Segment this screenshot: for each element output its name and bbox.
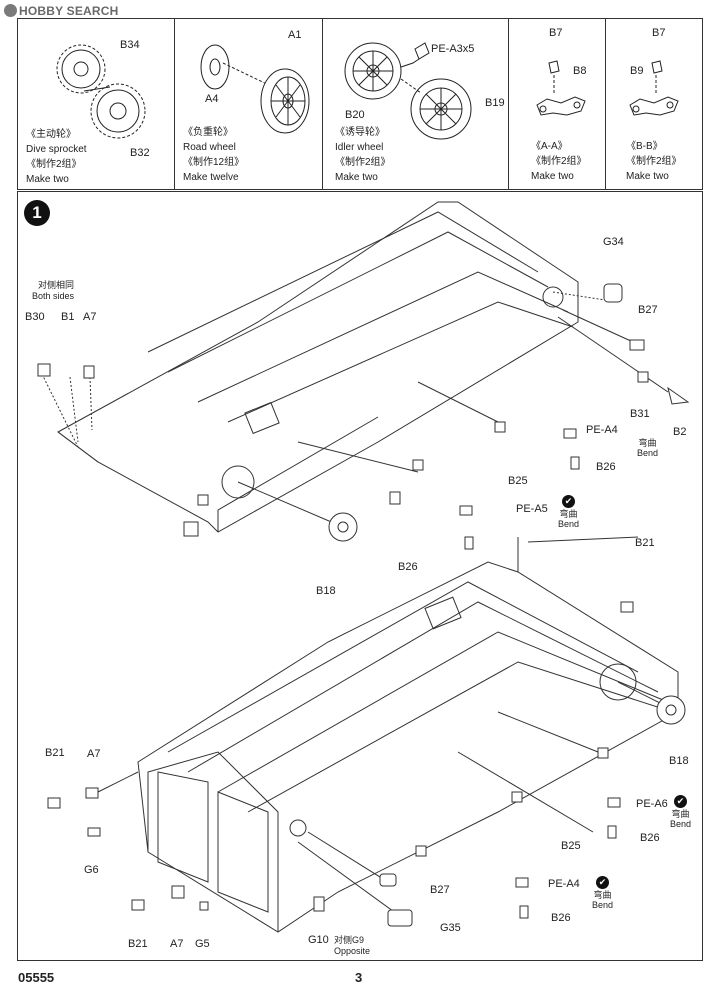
part-label: G6	[84, 864, 99, 876]
part-label: PE-A4	[548, 878, 580, 890]
part-label: G34	[603, 236, 624, 248]
part-label: B25	[561, 840, 581, 852]
check-icon: ✔	[596, 876, 610, 889]
part-label: B18	[669, 755, 689, 767]
part-label: B2	[673, 426, 687, 438]
part-label: PE-A3x5	[431, 43, 475, 55]
panel-drive-sprocket: B34 B32 《主动轮》 Dive sprocket 《制作2组》 Make …	[18, 19, 175, 189]
bracket-b-drawing	[629, 60, 679, 116]
part-label: B18	[316, 585, 336, 597]
step-number: 1	[24, 200, 50, 226]
part-label: B21	[128, 938, 148, 950]
part-label: B21	[45, 747, 65, 759]
panel-a-a: B7 B8 《A-A》 《制作2组》 Make two	[509, 19, 606, 189]
hull-assembly-drawing	[37, 201, 690, 933]
hobbysearch-logo-icon	[4, 4, 17, 17]
bend-note: ✔ 弯曲 Bend	[558, 495, 580, 529]
part-label: B34	[120, 39, 140, 51]
part-label: B27	[638, 304, 658, 316]
part-label: B25	[508, 475, 528, 487]
part-label: PE-A4	[586, 424, 618, 436]
part-label: B26	[551, 912, 571, 924]
part-label: B27	[430, 884, 450, 896]
part-label: A7	[170, 938, 184, 950]
part-label: G10	[308, 934, 329, 946]
page-number: 3	[355, 970, 363, 985]
part-label: PE-A5	[516, 503, 548, 515]
part-label: G35	[440, 922, 461, 934]
part-label: B26	[398, 561, 418, 573]
road-wheel-drawing	[200, 44, 310, 134]
watermark: HOBBY SEARCH	[4, 4, 119, 18]
bend-note: ✔ 弯曲 Bend	[670, 795, 692, 829]
part-label: B30	[25, 311, 45, 323]
part-label: B7	[549, 27, 563, 39]
part-label: B9	[630, 65, 644, 77]
drive-sprocket-drawing	[56, 44, 146, 139]
part-label: B7	[652, 27, 666, 39]
part-label: B19	[485, 97, 505, 109]
bend-note: ✔ 弯曲 Bend	[592, 876, 614, 910]
part-label: A4	[205, 93, 219, 105]
step-1-panel: 1	[17, 191, 703, 961]
part-label: A7	[87, 748, 101, 760]
product-code: 05555	[18, 970, 55, 985]
part-label: B21	[635, 537, 655, 549]
check-icon: ✔	[674, 795, 688, 808]
panel-idler-wheel: PE-A3x5 B20 B19 《诱导轮》 Idler wheel 《制作2组》…	[323, 19, 509, 189]
both-sides-note: 对侧相同 Both sides	[32, 280, 75, 301]
part-label: B31	[630, 408, 650, 420]
check-icon: ✔	[562, 495, 576, 508]
panel-caption: 《B-B》 《制作2组》 Make two	[626, 141, 682, 182]
part-label: A7	[83, 311, 97, 323]
part-label: B26	[596, 461, 616, 473]
part-label: B8	[573, 65, 587, 77]
bracket-a-drawing	[536, 60, 586, 116]
subassembly-panels: B34 B32 《主动轮》 Dive sprocket 《制作2组》 Make …	[17, 18, 703, 190]
part-label: B32	[130, 147, 150, 159]
part-label: B1	[61, 311, 75, 323]
opposite-note: 对侧G9 Opposite	[334, 935, 371, 956]
part-label: G5	[195, 938, 210, 950]
idler-wheel-drawing	[344, 42, 472, 140]
panel-b-b: B7 B9 《B-B》 《制作2组》 Make two	[606, 19, 702, 189]
panel-caption: 《负重轮》 Road wheel 《制作12组》 Make twelve	[183, 127, 245, 183]
panel-caption: 《诱导轮》 Idler wheel 《制作2组》 Make two	[335, 127, 391, 183]
panel-road-wheel: A1 A4 《负重轮》 Road wheel 《制作12组》 Make twel…	[175, 19, 323, 189]
bend-note: 弯曲 Bend	[637, 438, 659, 458]
panel-caption: 《主动轮》 Dive sprocket 《制作2组》 Make two	[26, 129, 87, 185]
part-label: PE-A6	[636, 798, 668, 810]
part-label: B26	[640, 832, 660, 844]
part-label: B20	[345, 109, 365, 121]
panel-caption: 《A-A》 《制作2组》 Make two	[531, 141, 587, 182]
part-label: A1	[288, 29, 302, 41]
